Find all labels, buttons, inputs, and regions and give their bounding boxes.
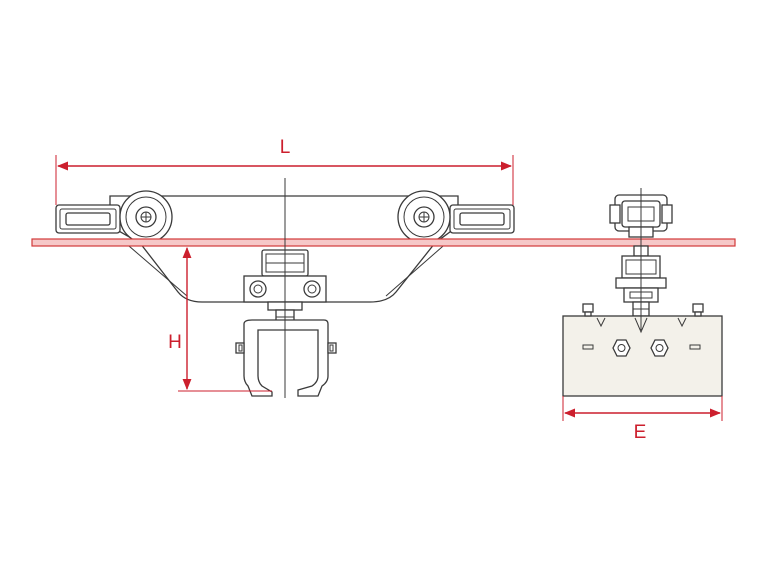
- end-view: [562, 188, 723, 397]
- u-bracket: [235, 319, 337, 397]
- dimension-L: L: [55, 137, 514, 205]
- trolley-body-plate: [109, 195, 459, 303]
- right-wheel: [397, 190, 451, 244]
- side-view: [31, 178, 736, 398]
- left-end-bumper: [55, 204, 121, 234]
- dimension-H: H: [168, 246, 272, 392]
- right-end-bumper: [449, 204, 515, 234]
- end-view-collector-block: [562, 303, 723, 397]
- dimension-label-height: H: [168, 332, 182, 353]
- dimension-label-length: L: [280, 137, 291, 158]
- dimension-label-end-width: E: [634, 422, 647, 443]
- dimension-E: E: [562, 396, 723, 443]
- left-wheel: [119, 190, 173, 244]
- rail-track: [31, 238, 736, 247]
